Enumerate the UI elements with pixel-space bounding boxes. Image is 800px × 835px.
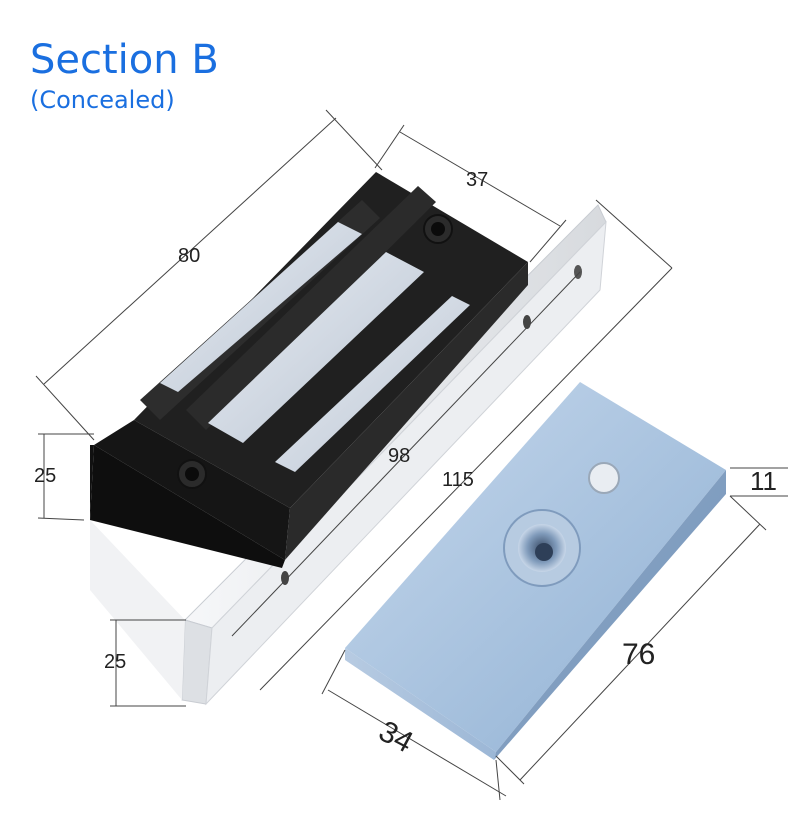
dimension-lines bbox=[35, 109, 788, 801]
guide-pin-icon bbox=[588, 462, 620, 494]
dimension-label-25-lower: 25 bbox=[104, 651, 126, 673]
dimension-label-98: 98 bbox=[388, 445, 410, 467]
dimension-label-11: 11 bbox=[750, 466, 777, 496]
magnet-body bbox=[90, 172, 528, 568]
dimension-label-76: 76 bbox=[622, 638, 655, 671]
dimension-label-25-upper: 25 bbox=[34, 465, 56, 487]
section-subtitle: (Concealed) bbox=[30, 86, 175, 114]
dimension-label-115: 115 bbox=[442, 469, 474, 491]
dimension-label-37: 37 bbox=[466, 169, 488, 191]
magnet-coil-strip bbox=[208, 252, 424, 443]
section-title: Section B bbox=[30, 37, 219, 83]
dimension-label-80: 80 bbox=[178, 245, 200, 267]
armature-plate bbox=[345, 382, 726, 760]
magnet-coil-strip bbox=[160, 222, 362, 392]
magnet-coil-strip bbox=[275, 296, 470, 472]
plate-screw-hole-icon bbox=[281, 571, 289, 585]
